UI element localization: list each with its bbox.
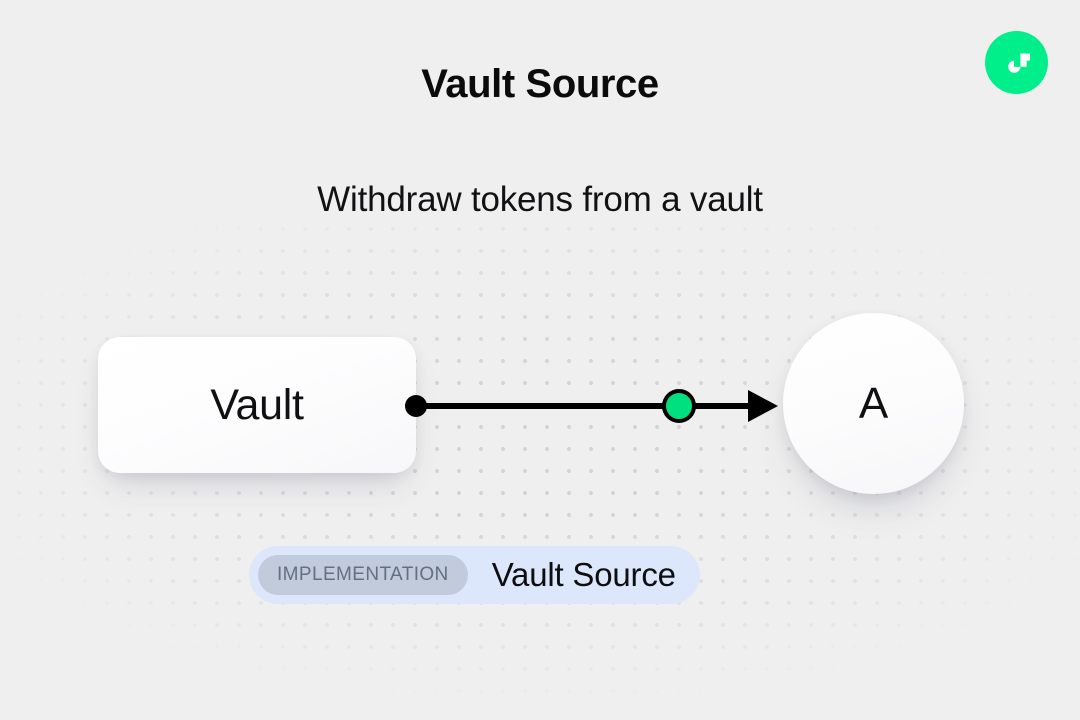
flow-logo-icon [985,31,1048,94]
node-vault-label: Vault [210,380,304,429]
page-title: Vault Source [421,62,659,106]
node-a-label: A [858,378,889,428]
green-node-dot-icon[interactable] [662,389,696,423]
arrow-right-icon [748,390,778,422]
node-a[interactable]: A [783,313,964,494]
implementation-badge: IMPLEMENTATION Vault Source [249,546,700,604]
implementation-name: Vault Source [491,556,676,593]
source-dot-icon[interactable] [405,395,427,417]
node-vault[interactable]: Vault [98,337,416,473]
implementation-tag: IMPLEMENTATION [258,555,468,595]
page-subtitle: Withdraw tokens from a vault [317,180,763,219]
